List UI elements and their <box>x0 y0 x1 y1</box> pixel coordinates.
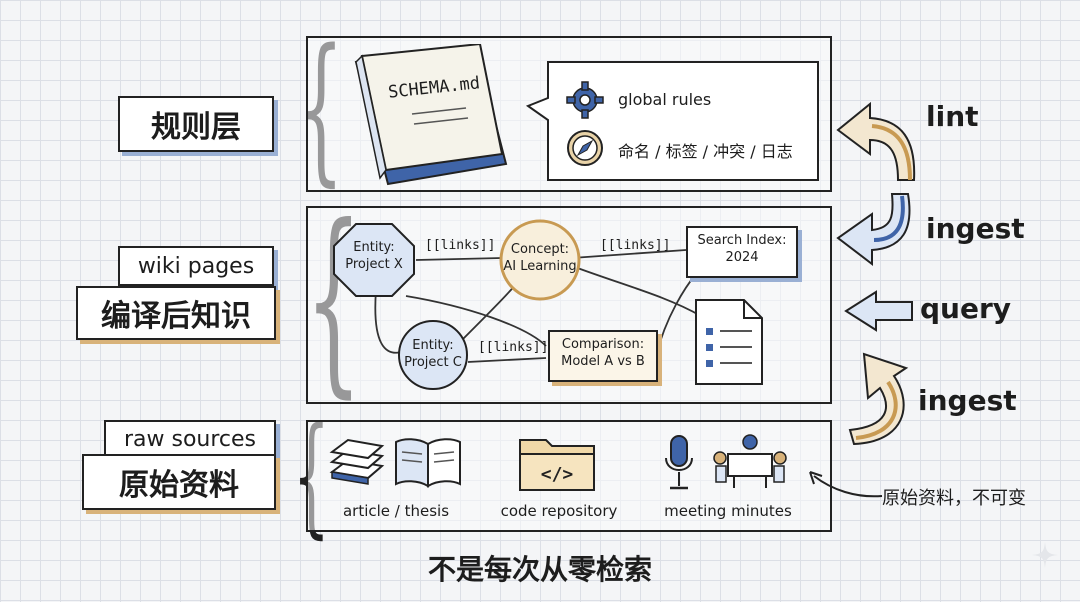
concept-ai-learning-text: Concept: AI Learning <box>498 242 582 276</box>
comparison-line2: Model A vs B <box>561 353 645 369</box>
raw-sources-tag-text: raw sources <box>123 426 257 452</box>
concept-ai-learning-node[interactable] <box>498 218 582 302</box>
query-label: query <box>920 292 1012 325</box>
lint-label: lint <box>926 100 979 133</box>
compass-icon <box>567 130 603 166</box>
ingest-top-arrow-icon <box>836 193 911 267</box>
search-index-text: Search Index: 2024 <box>686 233 798 267</box>
entity-project-c-text: Entity: Project C <box>396 338 470 372</box>
meeting-minutes-caption: meeting minutes <box>664 502 792 520</box>
search-index-line1: Search Index: <box>697 233 787 248</box>
ingest-bottom-arrow-icon <box>848 352 909 446</box>
concept-line2: AI Learning <box>503 258 577 274</box>
gear-icon <box>566 81 604 119</box>
paper-stack-icon <box>329 438 385 485</box>
comparison-node[interactable] <box>548 330 658 382</box>
document-icon <box>695 299 763 385</box>
global-rules-text: global rules <box>618 90 712 109</box>
wiki-pages-tag: wiki pages <box>118 246 274 286</box>
schema-book-icon <box>354 44 508 186</box>
code-folder-icon[interactable]: </> <box>516 432 598 494</box>
wiki-layer-title: 编译后知识 <box>101 299 251 334</box>
entity-project-x-node[interactable] <box>332 222 416 298</box>
entity-project-x-line2: Project X <box>345 256 403 272</box>
note-pointer-arrow-icon <box>809 471 883 498</box>
links-label-1: [[links]] <box>425 238 496 253</box>
concept-line1: Concept: <box>510 242 570 257</box>
svg-text:</>: </> <box>541 464 574 485</box>
search-index-node[interactable] <box>686 226 798 278</box>
raw-sources-tag: raw sources <box>104 420 276 458</box>
query-arrow-icon <box>844 290 913 332</box>
ingest-bottom-label: ingest <box>918 384 1017 417</box>
wiki-graph-edges <box>374 249 702 363</box>
footer-caption: 不是每次从零检索 <box>427 553 652 586</box>
comparison-line1: Comparison: <box>561 337 645 352</box>
entity-project-c-node[interactable] <box>396 318 470 392</box>
rules-layer-label: 规则层 <box>118 96 274 152</box>
links-label-3: [[links]] <box>478 340 549 355</box>
wiki-pages-tag-text: wiki pages <box>137 253 255 279</box>
meeting-icon <box>713 434 787 488</box>
raw-layer-label: 原始资料 <box>82 454 276 510</box>
links-label-2: [[links]] <box>600 238 671 253</box>
wiki-layer-label: 编译后知识 <box>76 286 276 340</box>
immutable-note: 原始资料，不可变 <box>882 488 1026 509</box>
raw-layer-title: 原始资料 <box>119 468 239 503</box>
code-repository-caption: code repository <box>500 502 618 520</box>
ingest-top-label: ingest <box>926 212 1025 245</box>
article-thesis-caption: article / thesis <box>342 502 450 520</box>
open-book-icon <box>395 438 461 488</box>
sparkle-icon <box>1032 542 1058 568</box>
search-index-line2: 2024 <box>725 249 759 265</box>
microphone-icon <box>665 435 693 490</box>
comparison-text: Comparison: Model A vs B <box>548 337 658 371</box>
entity-project-c-line1: Entity: <box>412 338 454 353</box>
naming-rules-text: 命名 / 标签 / 冲突 / 日志 <box>618 142 793 161</box>
rules-layer-title: 规则层 <box>151 110 241 145</box>
entity-project-x-line1: Entity: <box>353 240 395 255</box>
entity-project-x-text: Entity: Project X <box>332 240 416 274</box>
lint-arrow-icon <box>836 101 916 181</box>
entity-project-c-line2: Project C <box>404 354 462 370</box>
